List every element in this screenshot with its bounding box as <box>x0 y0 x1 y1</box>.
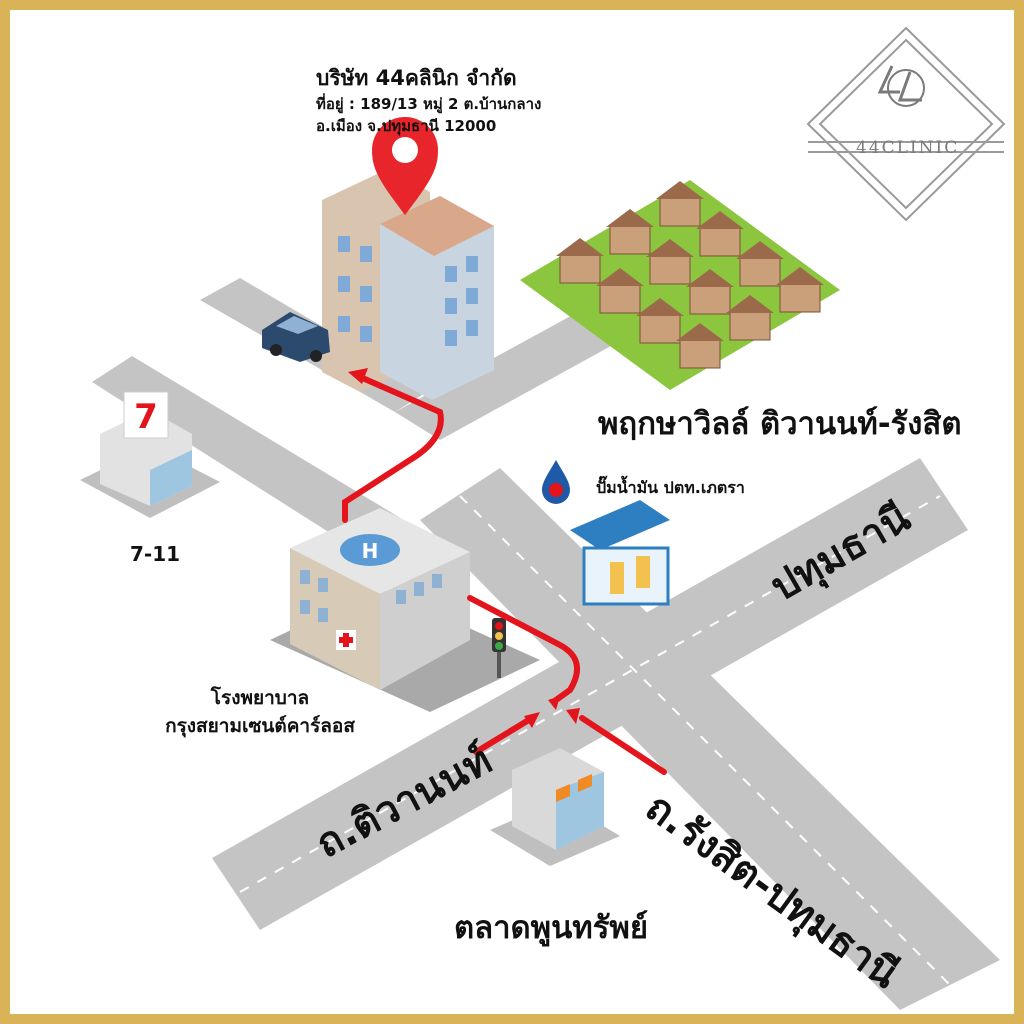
svg-text:7: 7 <box>134 397 158 437</box>
svg-text:H: H <box>362 539 379 563</box>
hospital-label-line2: กรุงสยามเซนต์คาร์ลอส <box>165 715 355 737</box>
market-building <box>490 748 620 866</box>
hospital-label: โรงพยาบาล กรุงสยามเซนต์คาร์ลอส <box>130 684 390 740</box>
rangsit-road <box>420 468 1000 1010</box>
traffic-light-icon <box>492 618 506 678</box>
gas-station-label: ปั๊มน้ำมัน ปตท.เภตรา <box>596 478 745 497</box>
location-pin-icon <box>372 117 438 215</box>
seven-eleven-store: 7 <box>80 391 220 518</box>
car-icon <box>262 312 330 362</box>
logo-text: 44CLINIC <box>856 138 960 158</box>
seven-eleven-label: 7-11 <box>130 542 181 566</box>
ptt-drop-icon <box>542 460 570 504</box>
lane-markings <box>239 495 951 986</box>
hospital-label-line1: โรงพยาบาล <box>210 687 310 709</box>
gas-station <box>570 500 670 606</box>
helipad-h-icon: H <box>340 534 400 566</box>
clinic-building <box>322 168 494 400</box>
roads <box>92 278 1000 1010</box>
route-lines <box>342 373 667 775</box>
market-label: ตลาดพูนทรัพย์ <box>454 910 648 946</box>
44-monogram-icon <box>877 65 925 107</box>
side-road-right <box>395 300 640 440</box>
seven-eleven-logo-icon: 7 <box>123 391 169 439</box>
company-address-line2: อ.เมือง จ.ปทุมธานี 12000 <box>316 117 497 135</box>
company-name: บริษัท 44คลินิก จำกัด <box>316 66 517 90</box>
company-address-line1: ที่อยู่ : 189/13 หมู่ 2 ต.บ้านกลาง <box>316 95 542 113</box>
44clinic-logo <box>806 26 1006 222</box>
village-houses <box>520 180 840 390</box>
hospital-building: H <box>270 508 540 712</box>
village-label: พฤกษาวิลล์ ติวานนท์-รังสิต <box>598 406 962 442</box>
route-arrows <box>348 368 580 728</box>
